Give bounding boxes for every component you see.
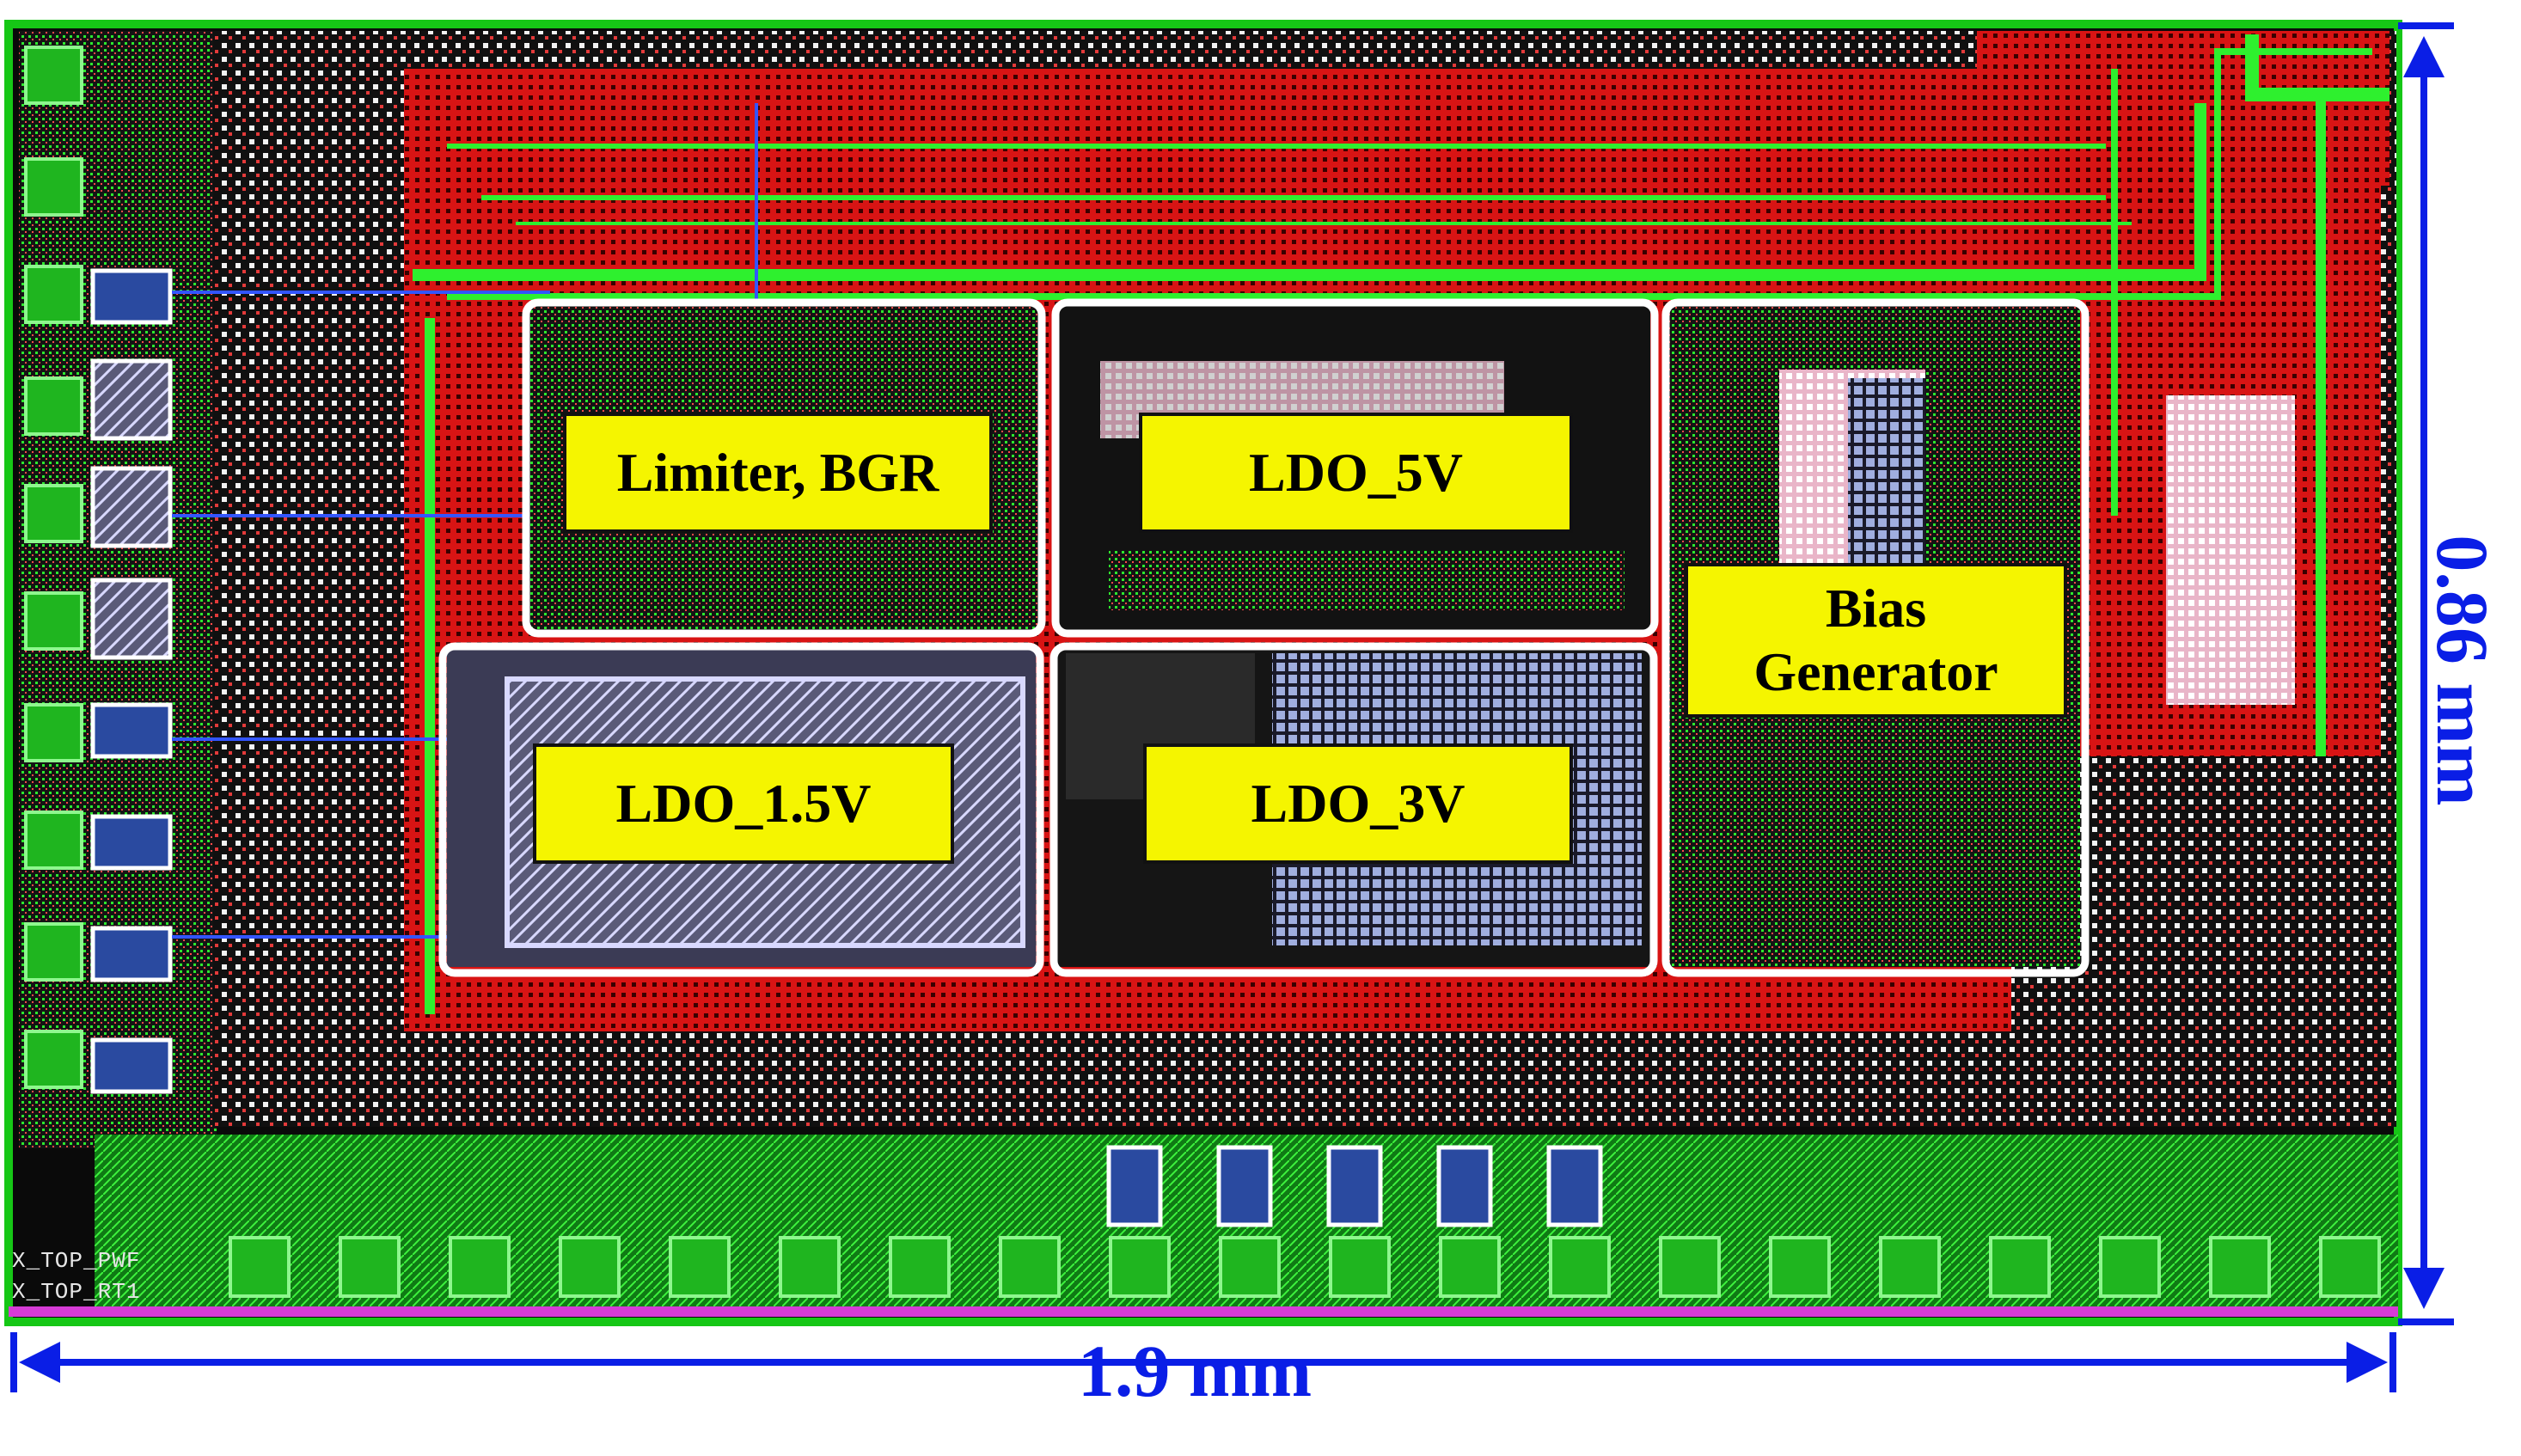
width-dimension-arrow (10, 1332, 2396, 1392)
bottom-bus-line (9, 1306, 2398, 1317)
label-bias-line2: Generator (1753, 641, 1998, 702)
label-ldo-1-5v-text: LDO_1.5V (615, 773, 872, 835)
label-ldo-3v: LDO_3V (1143, 743, 1573, 864)
outer-green-ring (4, 20, 2402, 1326)
height-dimension-label: 0.86 mm (2421, 535, 2504, 806)
label-limiter-bgr-text: Limiter, BGR (616, 442, 939, 504)
label-ldo-5v: LDO_5V (1139, 413, 1573, 533)
right-pink-block (2166, 395, 2295, 705)
label-ldo-3v-text: LDO_3V (1251, 773, 1465, 835)
label-bias-generator: Bias Generator (1685, 563, 2067, 718)
label-ldo-1-5v: LDO_1.5V (533, 743, 954, 864)
width-dimension-label: 1.9 mm (1077, 1330, 1313, 1412)
label-limiter-bgr: Limiter, BGR (563, 413, 993, 533)
label-ldo-5v-text: LDO_5V (1249, 442, 1463, 504)
pad-tag-rt1: X_TOP_RT1 (12, 1279, 141, 1305)
label-bias-line1: Bias (1825, 578, 1927, 639)
left-pads (24, 46, 173, 1094)
block-outlines (438, 298, 2090, 977)
height-dimension-arrow (2398, 22, 2454, 1325)
pad-tag-pwf: X_TOP_PWF (12, 1248, 141, 1274)
bottom-pads (229, 1145, 2381, 1298)
